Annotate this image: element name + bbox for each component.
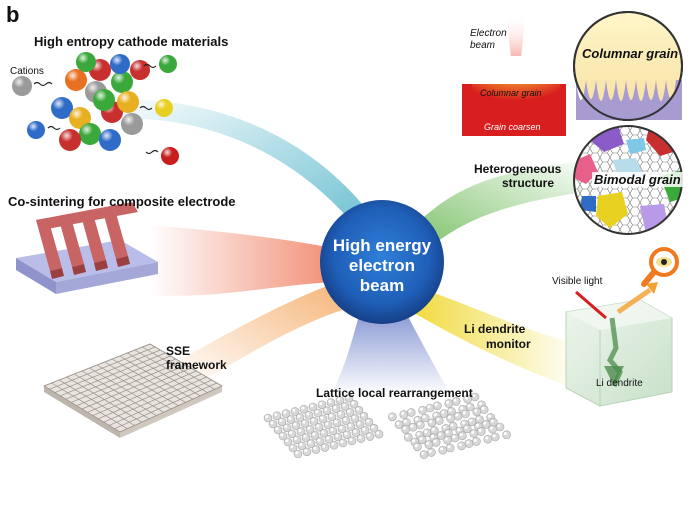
columnar-grain-circle <box>573 11 683 121</box>
label-hetero-1: Heterogeneous <box>474 162 562 176</box>
panel-letter: b <box>6 2 20 27</box>
label-cathode: High entropy cathode materials <box>34 34 229 49</box>
melt-pool <box>462 14 566 136</box>
branch-sse <box>180 280 360 385</box>
label-dendrite-2: monitor <box>486 337 531 351</box>
branch-dendrite <box>400 285 580 390</box>
center-node <box>320 200 444 324</box>
center-line-2: electron <box>348 256 416 275</box>
branch-cosinter <box>150 225 352 296</box>
label-electron-beam-2: beam <box>470 40 496 51</box>
dendrite-cube <box>565 247 679 407</box>
label-sse-1: SSE <box>166 344 191 358</box>
label-columnar-big: Columnar grain <box>582 46 679 61</box>
branch-hetero <box>400 160 600 262</box>
cation-cluster <box>12 52 179 165</box>
lattice-spheres <box>263 392 511 459</box>
label-li-dendrite: Li dendrite <box>596 378 643 389</box>
center-line-3: beam <box>359 276 405 295</box>
center-line-1: High energy <box>332 236 432 255</box>
label-sse-2: framework <box>166 358 227 372</box>
sse-framework <box>43 343 223 438</box>
label-lattice: Lattice local rearrangement <box>316 386 473 400</box>
label-columnar-small: Columnar grain <box>480 88 542 98</box>
label-grain-coarsen: Grain coarsen <box>484 122 541 132</box>
label-cations: Cations <box>10 66 44 77</box>
label-bimodal: Bimodal grain <box>592 172 683 187</box>
branch-lattice <box>330 305 450 395</box>
label-dendrite-1: Li dendrite <box>464 322 526 336</box>
center-title: High energy electron beam <box>318 236 446 296</box>
label-hetero-2: structure <box>502 176 555 190</box>
magnifier-eye-icon <box>641 247 679 287</box>
label-electron-beam-1: Electron <box>470 28 507 39</box>
composite-electrode <box>16 202 158 294</box>
visible-light-ray <box>575 290 607 320</box>
label-visible-light: Visible light <box>552 276 603 287</box>
label-cosintering: Co-sintering for composite electrode <box>8 194 236 209</box>
